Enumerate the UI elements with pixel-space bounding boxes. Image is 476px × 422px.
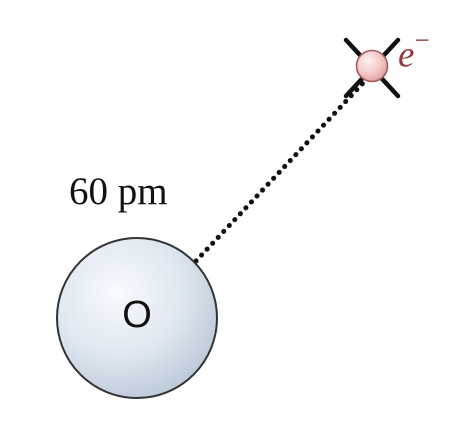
electron-label: e−	[398, 27, 430, 76]
nucleus-symbol-label: O	[122, 294, 152, 336]
distance-label: 60 pm	[69, 170, 168, 213]
electron-charge: −	[414, 25, 430, 55]
oxygen-nucleus-circle	[56, 237, 218, 399]
electron-circle	[355, 49, 389, 83]
electron-cross-icon	[343, 37, 401, 99]
electron-symbol: e	[398, 34, 415, 76]
distance-dotted-line	[193, 79, 367, 264]
